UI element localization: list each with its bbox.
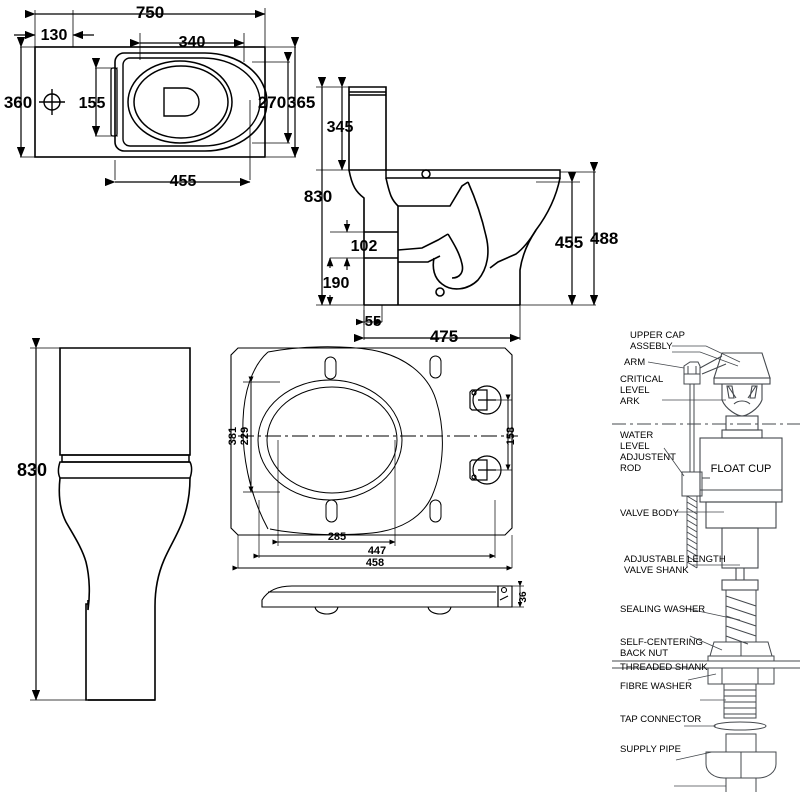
dim-360-text: 360 <box>4 93 32 112</box>
dim-365-text: 365 <box>287 93 315 112</box>
dim-830-side-text: 830 <box>304 187 332 206</box>
side-elevation-view: 345 830 102 190 55 475 <box>304 76 618 346</box>
tap-connector <box>705 733 777 779</box>
label-valve-body: VALVE BODY <box>620 508 679 519</box>
threaded-shank <box>723 683 757 719</box>
dim-381-text: 381 <box>227 427 239 445</box>
plan-view: 750 130 340 455 360 155 2 <box>4 3 316 190</box>
dim-55-text: 55 <box>365 313 382 330</box>
dim-36-text: 36 <box>518 591 529 603</box>
seat-buffer-slots <box>324 355 442 523</box>
label-critical-line1: CRITICAL <box>620 374 663 385</box>
plan-bowl-d-shape <box>163 87 200 117</box>
dim-340: 340 <box>129 34 245 51</box>
crosshair-marker <box>39 89 65 115</box>
dim-488: 488 <box>589 161 618 306</box>
dim-155: 155 <box>79 57 106 137</box>
dim-155-text: 155 <box>79 95 106 112</box>
dim-488-text: 488 <box>590 229 618 248</box>
dim-102-text: 102 <box>351 238 378 255</box>
dim-340-text: 340 <box>179 34 206 51</box>
dim-458: 458 <box>232 557 513 571</box>
dim-475-text: 475 <box>430 327 458 346</box>
front-elevation-view: 830 <box>17 337 193 701</box>
label-critical-line3: ARK <box>620 396 640 407</box>
dim-345-text: 345 <box>327 119 354 136</box>
dim-229-text: 229 <box>239 427 251 445</box>
side-pan-body <box>348 169 561 306</box>
plan-seat-outer <box>114 52 268 152</box>
seat-ring-outer <box>242 346 443 536</box>
dim-447: 447 <box>253 545 496 559</box>
label-threaded-shank: THREADED SHANK <box>620 662 708 673</box>
supply-pipe <box>725 778 757 792</box>
label-critical-line2: LEVEL <box>620 385 650 396</box>
dim-830-front-text: 830 <box>17 460 47 480</box>
label-adj-shank-line2: VALVE SHANK <box>624 565 689 576</box>
label-upper-cap-line2: ASSEBLY <box>630 341 673 352</box>
plan-seat-inner-ring <box>122 57 261 147</box>
float-cup-label: FLOAT CUP <box>711 463 772 475</box>
dim-475: 475 <box>353 327 521 346</box>
front-cistern-outline <box>59 347 191 456</box>
plan-bowl-aperture <box>127 60 233 144</box>
label-sealing-washer: SEALING WASHER <box>620 604 705 615</box>
water-level-adjustment-rod <box>686 495 698 569</box>
dim-190-text: 190 <box>323 275 350 292</box>
label-adj-shank-line1: ADJUSTABLE LENGTH <box>624 554 726 565</box>
label-upper-cap-line1: UPPER CAP <box>630 330 685 341</box>
dim-750: 750 <box>24 3 266 22</box>
dim-285-text: 285 <box>328 531 346 543</box>
dim-270: 270 <box>258 51 293 144</box>
dim-455-plan: 455 <box>104 173 251 190</box>
label-water-line1: WATER <box>620 430 653 441</box>
label-water-line3: ADJUSTENT <box>620 452 676 463</box>
dim-447-text: 447 <box>368 545 386 557</box>
label-back-nut-line2: BACK NUT <box>620 648 668 659</box>
dim-55: 55 <box>355 313 383 330</box>
label-back-nut-line1: SELF-CENTERING <box>620 637 703 648</box>
valve-arm-assembly <box>681 355 727 497</box>
dim-270-text: 270 <box>258 93 286 112</box>
front-pan-body <box>58 477 191 701</box>
dim-158: 158 <box>505 394 517 471</box>
dim-750-text: 750 <box>136 3 164 22</box>
dim-36: 36 <box>517 581 529 608</box>
label-arm: ARM <box>624 357 645 368</box>
seat-side-profile <box>261 585 513 615</box>
label-water-line4: ROD <box>620 463 641 474</box>
dim-830-front: 830 <box>17 337 47 701</box>
valve-labels: UPPER CAP ASSEBLY ARM CRITICAL LEVEL ARK… <box>620 330 726 755</box>
dim-285: 285 <box>272 531 396 545</box>
label-tap-connector: TAP CONNECTOR <box>620 714 701 725</box>
seat-extension-lines <box>237 381 513 568</box>
valve-assembly-diagram: FLOAT CUP <box>612 330 800 792</box>
dim-190: 190 <box>323 257 350 306</box>
label-water-line2: LEVEL <box>620 441 650 452</box>
dim-455-side: 455 <box>555 171 583 306</box>
dim-360: 360 <box>4 36 32 158</box>
label-fibre-washer: FIBRE WASHER <box>620 681 692 692</box>
seat-outer-plate <box>230 347 513 536</box>
dim-130: 130 <box>14 27 94 44</box>
dim-102: 102 <box>343 220 378 270</box>
dim-130-text: 130 <box>41 27 68 44</box>
seat-plan-view: 381 229 158 285 447 458 <box>227 346 529 615</box>
dim-830-side: 830 <box>304 76 332 306</box>
valve-leader-lines <box>647 345 741 787</box>
dim-455-plan-text: 455 <box>170 173 197 190</box>
label-supply-pipe: SUPPLY PIPE <box>620 744 681 755</box>
dim-365: 365 <box>287 36 315 158</box>
dim-158-text: 158 <box>505 427 517 445</box>
dim-455-side-text: 455 <box>555 233 583 252</box>
dim-381: 381 <box>227 427 239 445</box>
dim-345: 345 <box>327 76 354 171</box>
dim-458-text: 458 <box>366 557 384 569</box>
dim-229: 229 <box>239 376 254 493</box>
